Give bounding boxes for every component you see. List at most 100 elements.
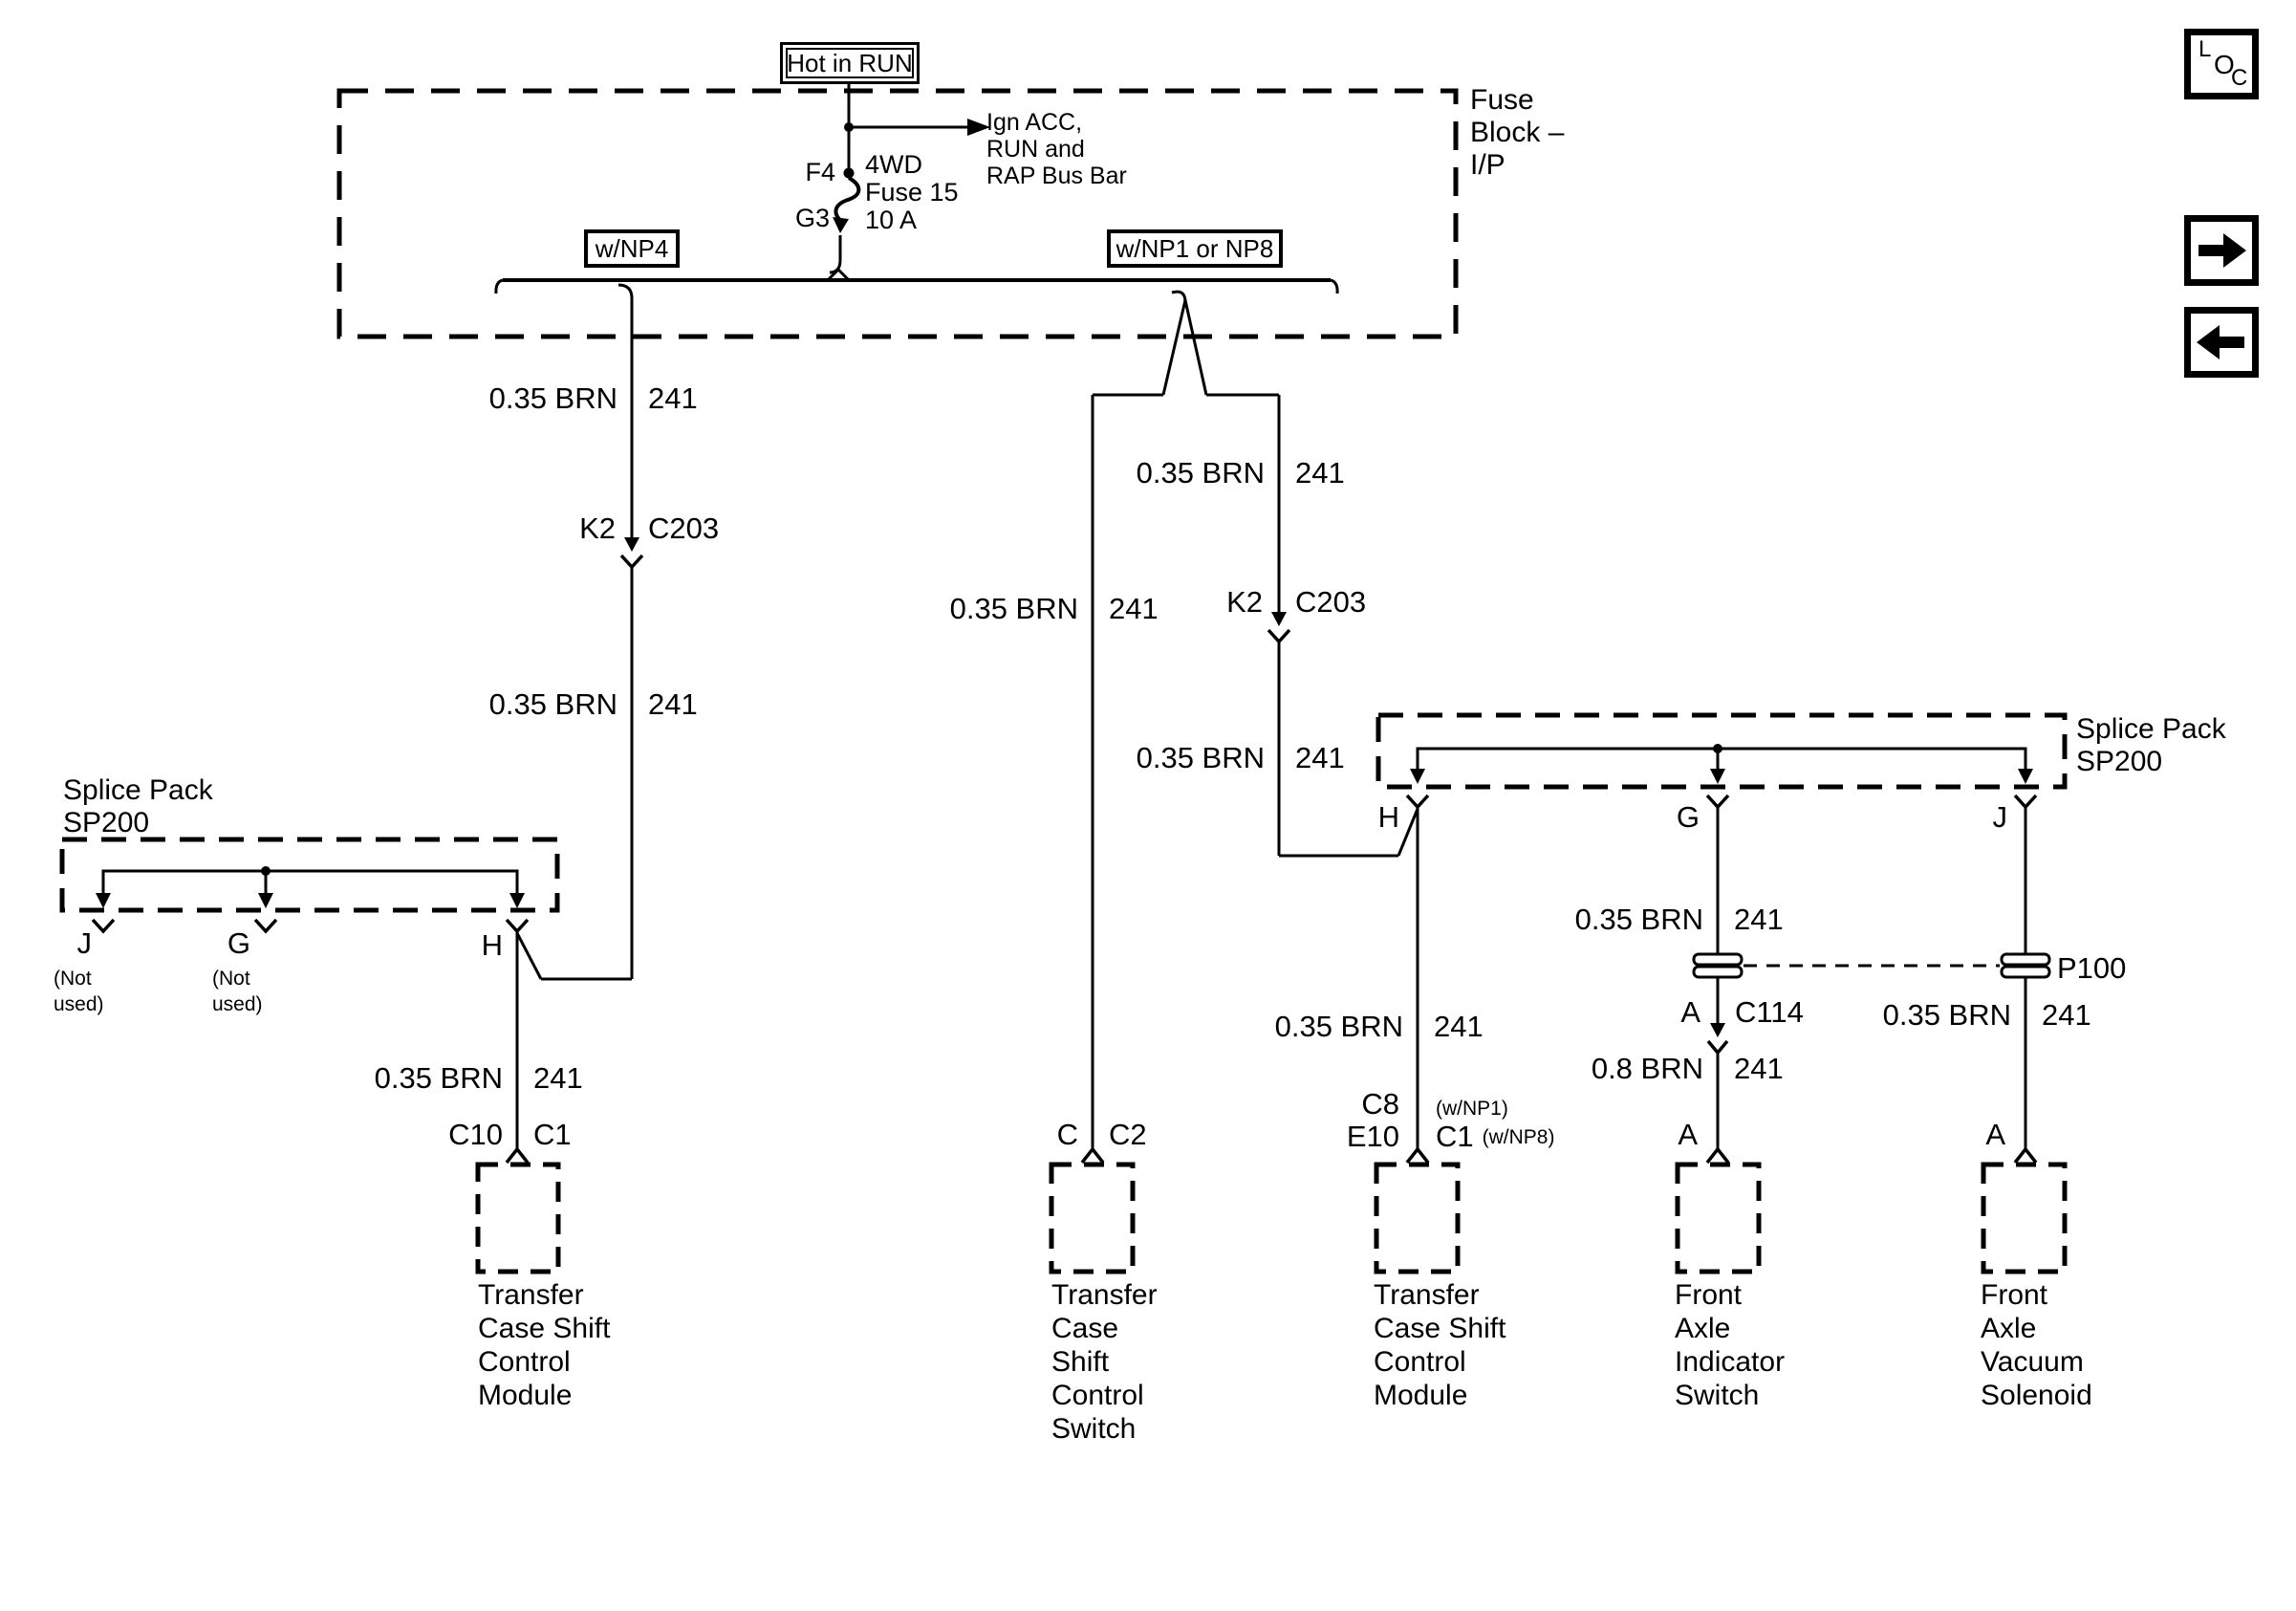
fuse-output-wire — [826, 235, 851, 282]
np1-branch-split — [1093, 290, 1279, 397]
variant-tag-np4: w/NP4 — [584, 229, 680, 268]
terminal-chevron-j-right — [2013, 794, 2038, 810]
terminal-label-h: H — [481, 928, 503, 962]
wire-gauge: 0.35 BRN — [374, 1061, 503, 1095]
connector-pin: C8 — [1361, 1087, 1399, 1121]
component-label-module-right: Transfer Case Shift Control Module — [1374, 1279, 1506, 1411]
connector-name-row: C1 (w/NP8) — [1436, 1121, 1554, 1152]
splice-pack-left-outline — [59, 837, 560, 913]
connector-pin: K2 — [579, 512, 616, 545]
connector-name: C203 — [1295, 585, 1367, 619]
wire-gauge: 0.8 BRN — [1591, 1052, 1703, 1085]
connector-chevron-module-left — [505, 1146, 530, 1165]
connector-chevron-c114 — [1706, 1039, 1729, 1056]
wire-gauge: 0.35 BRN — [488, 687, 617, 721]
loc-letter: C — [2231, 65, 2248, 91]
not-used-note: (Not used) — [54, 968, 104, 1015]
connector-pin: A — [1680, 995, 1700, 1029]
component-label-indicator: Front Axle Indicator Switch — [1675, 1279, 1786, 1411]
loc-letter: L — [2199, 36, 2212, 62]
connector-chevron-switch — [1080, 1146, 1105, 1165]
wire-circuit: 241 — [2042, 998, 2091, 1032]
next-page-button[interactable] — [2184, 215, 2259, 286]
wire-gauge: 0.35 BRN — [1274, 1010, 1403, 1043]
module-right-wire — [1405, 808, 1430, 1165]
hot-in-run-label: Hot in RUN — [787, 48, 913, 77]
solenoid-box — [1981, 1162, 2068, 1274]
wire-circuit: 241 — [1434, 1010, 1484, 1043]
component-label-solenoid: Front Axle Vacuum Solenoid — [1981, 1279, 2092, 1411]
connector-name: C1 — [533, 1118, 572, 1151]
loc-letter: O — [2214, 50, 2235, 79]
module-left-box — [475, 1162, 561, 1274]
wire-gauge: 0.35 BRN — [1574, 903, 1703, 936]
terminal-chevron-h-right — [1405, 794, 1430, 810]
wire-circuit: 241 — [533, 1061, 583, 1095]
wire-circuit: 241 — [648, 687, 698, 721]
indicator-wire — [1705, 808, 1730, 1165]
wire-gauge: 0.35 BRN — [1136, 456, 1265, 490]
component-label-module-left: Transfer Case Shift Control Module — [478, 1279, 611, 1411]
not-used-note: (Not used) — [212, 968, 263, 1015]
ip-bus-bar — [494, 278, 1339, 294]
connector-pin: K2 — [1226, 585, 1263, 619]
wire-gauge: 0.35 BRN — [949, 592, 1078, 625]
bus-tap-label: Ign ACC, RUN and RAP Bus Bar — [986, 109, 1127, 189]
wire-circuit: 241 — [1109, 592, 1159, 625]
np4-branch-wire — [515, 283, 644, 981]
fuse-desc-label: 4WD Fuse 15 10 A — [865, 150, 959, 234]
loc-button[interactable]: L O C — [2184, 29, 2259, 99]
splice-pack-left-title: Splice Pack SP200 — [63, 774, 213, 838]
wire-circuit: 241 — [1295, 741, 1345, 774]
hot-in-run-banner: Hot in RUN — [780, 42, 920, 84]
connector-name: C203 — [648, 512, 720, 545]
wire-circuit: 241 — [1734, 903, 1784, 936]
connector-pin: A — [1985, 1118, 2005, 1151]
connector-pin: C — [1056, 1118, 1078, 1151]
terminal-label-g: G — [227, 926, 250, 960]
connector-arrow-c114 — [1710, 1023, 1725, 1037]
connector-chevron-c203-left — [619, 554, 644, 570]
connector-name-p100: P100 — [2057, 951, 2127, 985]
connector-arrow-c203-left — [624, 537, 639, 552]
solenoid-wire — [2013, 808, 2038, 1165]
terminal-chevron-g-left — [253, 918, 278, 934]
module-right-box — [1374, 1162, 1461, 1274]
connector-arrow-c203-right — [1271, 612, 1287, 626]
np1-wire — [1267, 395, 1419, 858]
terminal-label-j: J — [1992, 800, 2008, 834]
terminal-label-j: J — [76, 926, 93, 960]
connector-chevron-c203-right — [1267, 628, 1291, 644]
terminal-chevron-g-right — [1705, 794, 1730, 810]
splice-pack-right-outline — [1375, 712, 2068, 790]
connector-name: C1 — [1436, 1120, 1474, 1153]
connector-name: C2 — [1109, 1118, 1147, 1151]
wire-gauge: 0.35 BRN — [1882, 998, 2011, 1032]
switch-box — [1049, 1162, 1136, 1274]
variant-tag-np1-np8: w/NP1 or NP8 — [1107, 229, 1283, 268]
connector-pin: E10 — [1346, 1120, 1399, 1153]
hot-feed-wire — [843, 82, 990, 179]
fuse-block-name: Fuse Block – I/P — [1470, 84, 1565, 181]
left-arrow-icon — [2197, 325, 2244, 359]
p100-grommet-pair — [1692, 952, 2051, 979]
component-label-switch: Transfer Case Shift Control Switch — [1051, 1279, 1158, 1445]
connector-variant-note: (w/NP8) — [1482, 1126, 1555, 1148]
wire-circuit: 241 — [648, 381, 698, 415]
fuse-pin-top-label: F4 — [805, 158, 835, 186]
connector-pin: A — [1678, 1118, 1698, 1151]
wire-gauge: 0.35 BRN — [488, 381, 617, 415]
splice-pack-right-title: Splice Pack SP200 — [2076, 713, 2226, 777]
wire-circuit: 241 — [1734, 1052, 1784, 1085]
connector-chevron-indicator — [1705, 1146, 1730, 1165]
tap-arrowhead — [967, 119, 990, 136]
splice-pack-left — [59, 837, 560, 934]
splice-pack-right — [1375, 712, 2068, 810]
wire-circuit: 241 — [1295, 456, 1345, 490]
previous-page-button[interactable] — [2184, 307, 2259, 378]
fuse-pin-bottom-label: G3 — [794, 204, 830, 232]
terminal-chevron-h-left — [505, 918, 530, 934]
connector-chevron-solenoid — [2013, 1146, 2038, 1165]
